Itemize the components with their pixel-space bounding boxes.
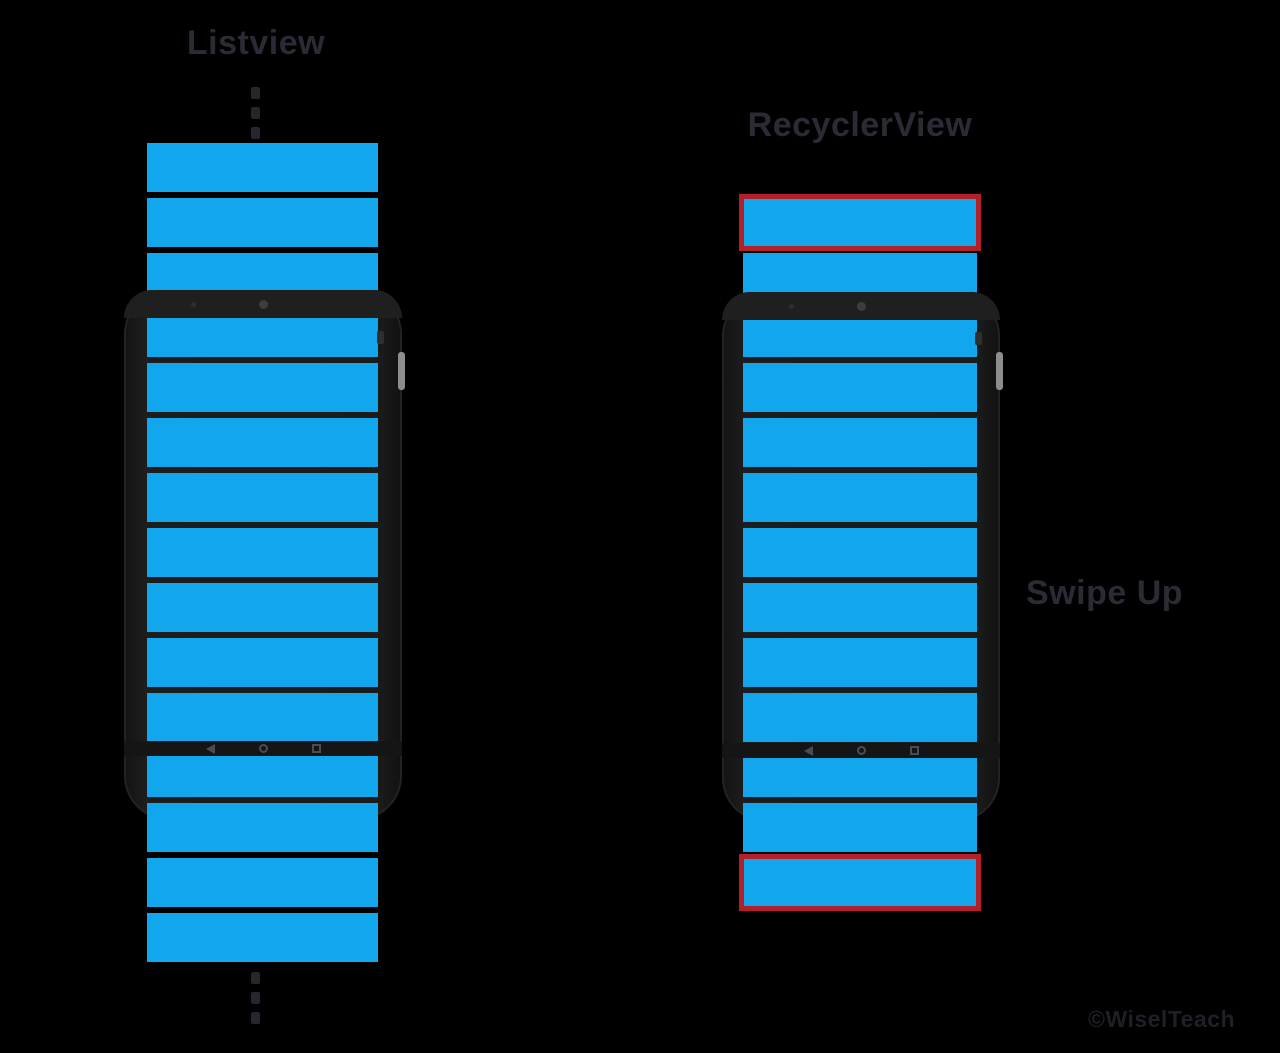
- ellipsis-bottom: [251, 972, 260, 1024]
- listview-title: Listview: [186, 24, 326, 62]
- phone-top-bezel-left: [124, 290, 402, 318]
- home-icon: [854, 744, 868, 757]
- recents-icon: [909, 746, 919, 755]
- volume-button: [398, 352, 405, 390]
- list-item-bar: [743, 583, 977, 632]
- back-icon: [205, 743, 215, 754]
- recyclerview-title: RecyclerView: [747, 106, 973, 144]
- list-item-bar: [147, 693, 378, 742]
- camera-icon: [258, 299, 268, 309]
- recycled-list-item-bar: [739, 194, 981, 251]
- list-item-bar: [147, 418, 378, 467]
- recyclerview-item-stack: [739, 194, 981, 913]
- home-icon: [256, 742, 270, 755]
- ellipsis-dot: [251, 87, 260, 99]
- list-item-bar: [743, 418, 977, 467]
- list-item-bar: [743, 363, 977, 412]
- list-item-bar: [743, 528, 977, 577]
- list-item-bar: [147, 143, 378, 192]
- volume-button: [996, 352, 1003, 390]
- ellipsis-dot: [251, 992, 260, 1004]
- power-notch: [975, 332, 982, 345]
- phone-nav-bar-right: [722, 743, 1000, 758]
- power-notch: [377, 331, 384, 344]
- list-item-bar: [743, 473, 977, 522]
- ellipsis-dot: [251, 107, 260, 119]
- camera-icon: [856, 301, 866, 311]
- phone-nav-bar-left: [124, 741, 402, 756]
- list-item-bar: [147, 473, 378, 522]
- listview-item-stack: [147, 143, 378, 968]
- list-item-bar: [147, 803, 378, 852]
- watermark: ©WiselTeach: [1088, 1006, 1236, 1032]
- ellipsis-dot: [251, 1012, 260, 1024]
- list-item-bar: [147, 913, 378, 962]
- list-item-bar: [147, 748, 378, 797]
- swipe-up-label: Swipe Up: [1026, 574, 1184, 612]
- ellipsis-dot: [251, 127, 260, 139]
- phone-top-bezel-right: [722, 292, 1000, 320]
- ellipsis-dot: [251, 972, 260, 984]
- list-item-bar: [743, 693, 977, 742]
- recycled-list-item-bar: [739, 854, 981, 911]
- recents-icon: [311, 744, 321, 753]
- list-item-bar: [743, 638, 977, 687]
- ellipsis-top: [251, 87, 260, 139]
- list-item-bar: [147, 858, 378, 907]
- list-item-bar: [147, 363, 378, 412]
- list-item-bar: [743, 803, 977, 852]
- list-item-bar: [147, 528, 378, 577]
- list-item-bar: [147, 583, 378, 632]
- list-item-bar: [147, 638, 378, 687]
- back-icon: [803, 745, 813, 756]
- list-item-bar: [147, 198, 378, 247]
